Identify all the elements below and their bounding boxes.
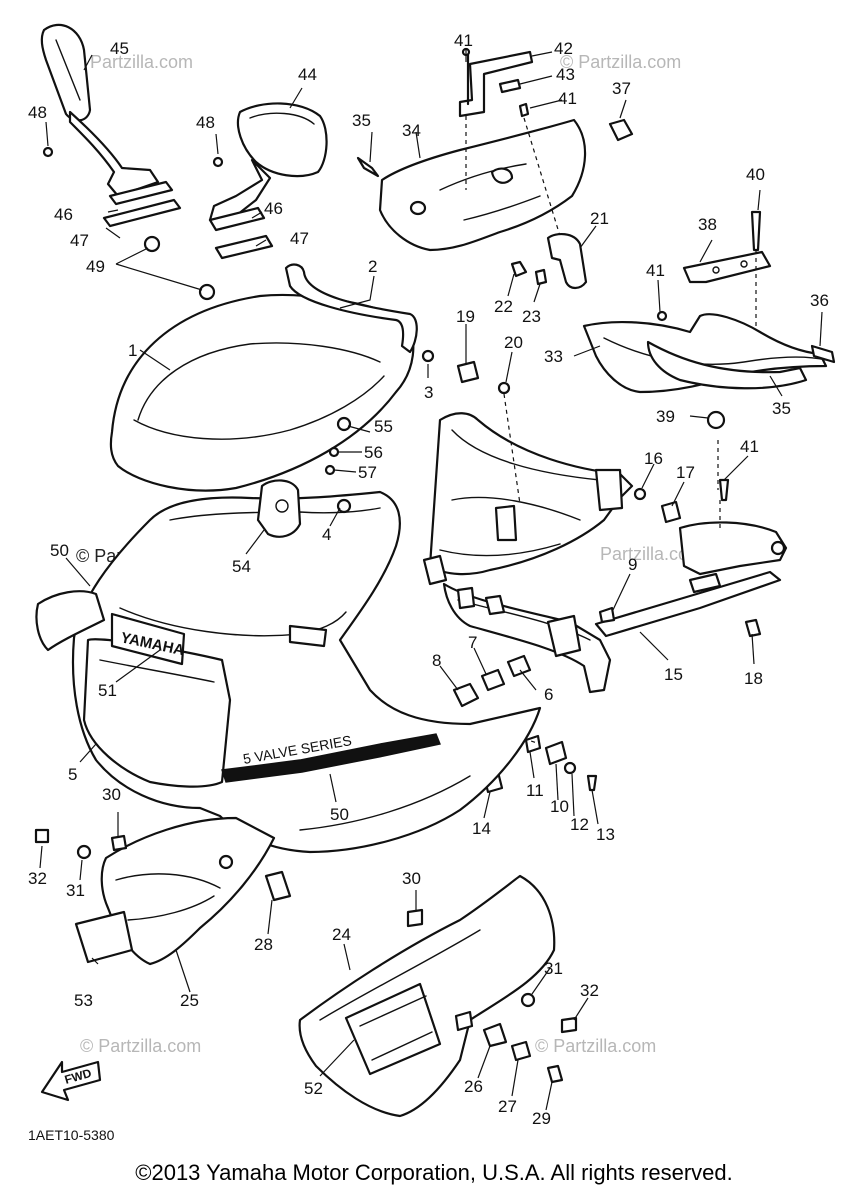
callout-57: 57 (358, 463, 377, 482)
callout-53: 53 (74, 991, 93, 1010)
part-54 (256, 416, 352, 538)
fwd-arrow-icon: FWD (40, 1060, 102, 1102)
watermark: © Partzilla.com (535, 1036, 656, 1056)
callout-33: 33 (544, 347, 563, 366)
callout-10: 10 (550, 797, 569, 816)
callout-13: 13 (596, 825, 615, 844)
leader-lines (39, 48, 823, 1111)
callout-3: 3 (424, 383, 433, 402)
bracket-top (458, 47, 561, 237)
mirror-right (208, 102, 328, 224)
callout-54: 54 (232, 557, 251, 576)
callout-30: 30 (102, 785, 121, 804)
callout-11: 11 (526, 781, 544, 800)
callout-42: 42 (554, 39, 573, 58)
callout-45: 45 (110, 39, 129, 58)
inner-cowl (356, 118, 587, 252)
callout-16: 16 (644, 449, 663, 468)
callout-50: 50 (50, 541, 69, 560)
mirror-left (40, 23, 160, 198)
callout-34: 34 (402, 121, 421, 140)
stay-15 (594, 440, 788, 638)
callout-22: 22 (494, 297, 513, 316)
bracket-21 (510, 232, 588, 290)
callout-29: 29 (532, 1109, 551, 1128)
parts-diagram: Partzilla.com © Partzilla.com © Partzill… (28, 23, 836, 1143)
hardware (452, 360, 762, 794)
callout-24: 24 (332, 925, 351, 944)
callout-23: 23 (522, 307, 541, 326)
watermark: Partzilla.com (90, 52, 193, 72)
watermark: © Partzilla.com (560, 52, 681, 72)
callout-19: 19 (456, 307, 475, 326)
watermark: Partzilla.com (600, 544, 703, 564)
callout-50b: 50 (330, 805, 349, 824)
mirror-gaskets (42, 146, 274, 301)
callout-9: 9 (628, 555, 637, 574)
callout-39: 39 (656, 407, 675, 426)
drawing-code: 1AET10-5380 (28, 1127, 115, 1143)
callout-48b: 48 (196, 113, 215, 132)
callout-26: 26 (464, 1077, 483, 1096)
callout-47: 47 (70, 231, 89, 250)
callout-35b: 35 (772, 399, 791, 418)
callout-6: 6 (544, 685, 553, 704)
callout-49: 49 (86, 257, 105, 276)
callout-56: 56 (364, 443, 383, 462)
callout-30b: 30 (402, 869, 421, 888)
callout-25: 25 (180, 991, 199, 1010)
callout-28: 28 (254, 935, 273, 954)
cowling-stay-frame (422, 412, 634, 694)
callout-55: 55 (374, 417, 393, 436)
callout-41b: 41 (558, 89, 577, 108)
callout-8: 8 (432, 651, 441, 670)
callout-46: 46 (54, 205, 73, 224)
callout-47b: 47 (290, 229, 309, 248)
callout-51: 51 (98, 681, 117, 700)
part-38 (682, 210, 772, 340)
callout-7: 7 (468, 633, 477, 652)
callout-17: 17 (676, 463, 695, 482)
callout-44: 44 (298, 65, 317, 84)
callout-27: 27 (498, 1097, 517, 1116)
callout-41c: 41 (646, 261, 665, 280)
callout-5: 5 (68, 765, 77, 784)
callout-40: 40 (746, 165, 765, 184)
callout-32b: 32 (580, 981, 599, 1000)
callout-2: 2 (368, 257, 377, 276)
callout-41: 41 (454, 31, 473, 50)
callout-41d: 41 (740, 437, 759, 456)
callout-38: 38 (698, 215, 717, 234)
callout-35: 35 (352, 111, 371, 130)
fairing: YAMAHA 5 VALVE SERIES (35, 490, 542, 854)
callout-37: 37 (612, 79, 631, 98)
callout-46b: 46 (264, 199, 283, 218)
under-panel-left (34, 816, 292, 966)
callout-15: 15 (664, 665, 683, 684)
callout-31b: 31 (544, 959, 563, 978)
callout-32: 32 (28, 869, 47, 888)
callout-18: 18 (744, 669, 763, 688)
callout-4: 4 (322, 525, 331, 544)
copyright-notice: ©2013 Yamaha Motor Corporation, U.S.A. A… (135, 1160, 733, 1185)
callout-36: 36 (810, 291, 829, 310)
callout-52: 52 (304, 1079, 323, 1098)
callout-48: 48 (28, 103, 47, 122)
windshield (109, 263, 435, 492)
stay-33-35 (582, 310, 836, 394)
callout-1: 1 (128, 341, 137, 360)
callout-31: 31 (66, 881, 85, 900)
watermark: © Partzilla.com (80, 1036, 201, 1056)
under-panel-right (298, 874, 578, 1118)
callout-14: 14 (472, 819, 491, 838)
callout-20: 20 (504, 333, 523, 352)
callout-21: 21 (590, 209, 609, 228)
callout-43: 43 (556, 65, 575, 84)
part-37 (608, 118, 634, 142)
callout-labels: 1 2 3 4 5 6 7 8 9 10 11 12 13 14 15 16 1… (28, 31, 829, 1128)
callout-12: 12 (570, 815, 589, 834)
